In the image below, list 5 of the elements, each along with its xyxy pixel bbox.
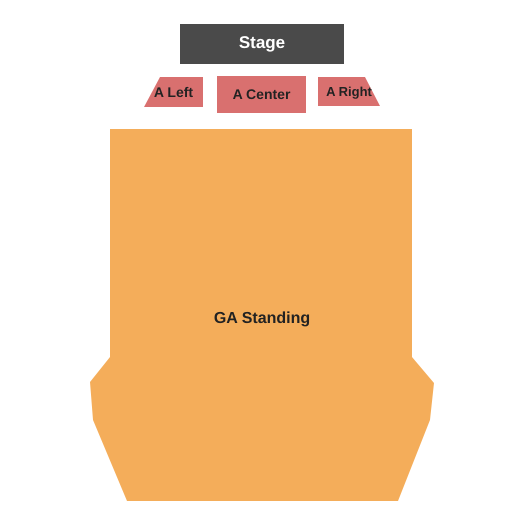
section-label: A Left bbox=[154, 84, 194, 100]
section-label: A Right bbox=[326, 84, 372, 99]
section-label: A Center bbox=[232, 86, 290, 102]
section-label: Stage bbox=[238, 33, 286, 53]
section-label: GA Standing bbox=[214, 310, 310, 328]
